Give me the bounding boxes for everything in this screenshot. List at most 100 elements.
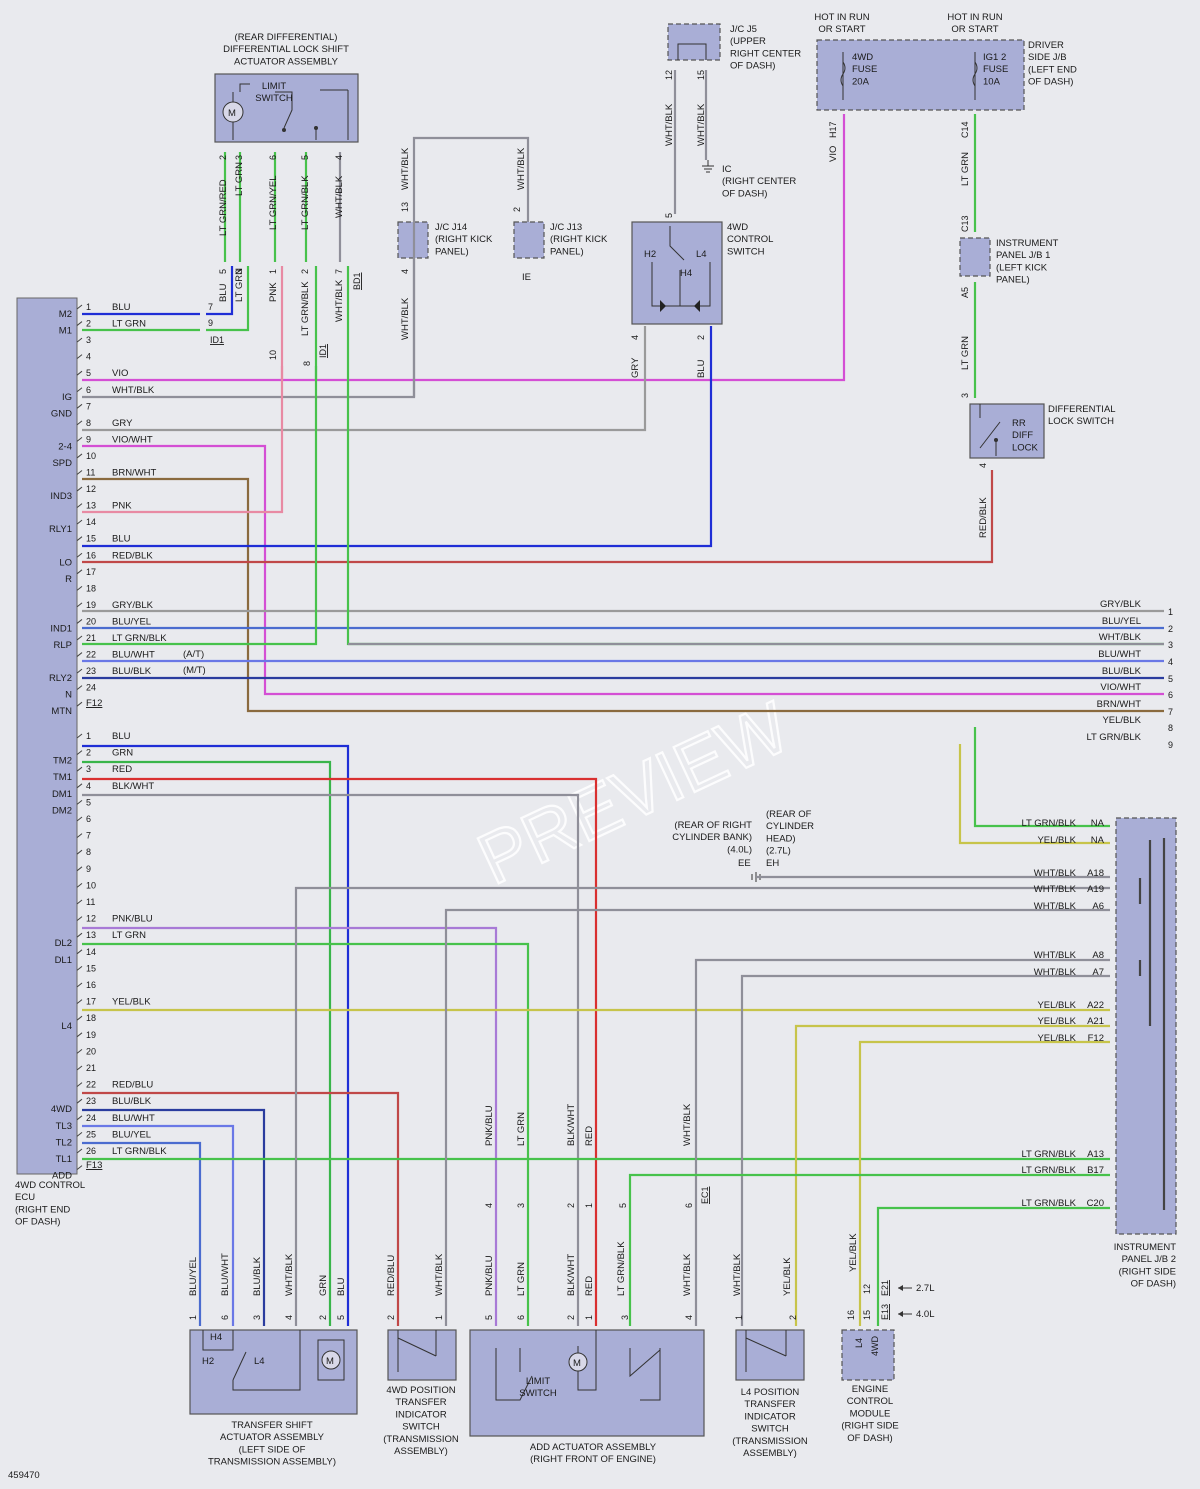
wire-color-label: RED (584, 1276, 595, 1296)
wire-m2 (82, 266, 234, 316)
wire-color-label: LT GRN (960, 336, 971, 370)
ecu-wire-color: RED (112, 764, 132, 775)
ecu-pin-number: 22 (86, 1080, 96, 1090)
ecu-pin-tick (76, 783, 83, 789)
ecu-pin-label: LO (59, 557, 72, 568)
wires (82, 70, 1166, 1326)
pin-number: 1 (268, 269, 278, 274)
wire-color-label: LT GRN/RED (218, 179, 229, 236)
ecu-pin-number: 15 (86, 534, 96, 544)
connector-id: ID1 (210, 335, 224, 345)
jb2-pin: F12 (1088, 1033, 1104, 1044)
wire-color-label: WHT/BLK (682, 1253, 693, 1296)
wire-color-label: YEL/BLK (848, 1233, 859, 1272)
jb2-pin: NA (1091, 835, 1105, 846)
bus-wire-color: BLU/BLK (1102, 666, 1142, 677)
ecu-wire-color: GRY (112, 418, 133, 429)
wire-color-label: GRN (318, 1275, 329, 1296)
ecu-pin-tick (76, 437, 83, 442)
wire-dl2 (82, 926, 498, 1326)
wire-color-label: WHT/BLK (516, 147, 527, 190)
svg-text:IE: IE (522, 272, 531, 283)
wire-color-label: PNK (268, 282, 279, 302)
ecu-pin-number: 20 (86, 616, 96, 626)
ecu-pin-label: N (65, 690, 72, 701)
pin-number: 2 (218, 155, 228, 160)
connector-id: E21 (880, 1280, 890, 1296)
connector-f12: F12 (86, 698, 102, 709)
ecu-wire-color: RED/BLK (112, 550, 153, 561)
jb2-pin: NA (1091, 818, 1105, 829)
wire-ig (82, 114, 846, 382)
ecu-pin-number: 6 (86, 385, 91, 395)
wire-color-label: WHT/BLK (334, 175, 345, 218)
ecu-pin-tick (76, 949, 83, 955)
jb2-wire-color: WHT/BLK (1034, 884, 1077, 895)
ecu-pin-tick (76, 453, 83, 459)
pin-number: 2 (300, 269, 310, 274)
wire-yelblk-na (958, 744, 1110, 845)
ecu-pin-number: 9 (86, 434, 91, 444)
svg-text:ADD ACTUATOR ASSEMBLY(RIGHT FR: ADD ACTUATOR ASSEMBLY(RIGHT FRONT OF ENG… (530, 1442, 657, 1465)
pin-number: 4 (978, 463, 988, 468)
wire-color-label: BLU (218, 283, 229, 302)
ecu-pin-tick (76, 816, 83, 822)
pin-number: 2 (318, 1315, 328, 1320)
svg-text:(REAR DIFFERENTIAL)DIFFERENTIA: (REAR DIFFERENTIAL)DIFFERENTIAL LOCK SHI… (223, 32, 349, 67)
wire-rly1 (82, 266, 284, 514)
wire-color-label: RED/BLU (386, 1255, 397, 1296)
ecu-pin-number: 4 (86, 781, 91, 791)
pin-number: 4 (684, 1315, 694, 1320)
watermark: PREVIEW (466, 687, 801, 900)
ecu-pin-tick (76, 916, 83, 921)
pin-number: 1 (734, 1315, 744, 1320)
ecu-pin-number: 23 (86, 1096, 96, 1106)
ecu-wire-color: BLU/BLK (112, 666, 152, 677)
jb2-pin: B17 (1087, 1165, 1104, 1176)
ecu-pin-tick (76, 569, 83, 575)
bus-wire-color: BRN/WHT (1097, 699, 1142, 710)
svg-text:EH: EH (766, 858, 779, 869)
wire-lo (82, 326, 713, 548)
ecu-pin-number: 19 (86, 600, 96, 610)
pin-number: C13 (960, 215, 970, 232)
pin-number: 1 (434, 1315, 444, 1320)
ecu-pin-label: TL1 (56, 1154, 72, 1165)
wire-tl2 (82, 1124, 235, 1326)
jb2-wire-color: LT GRN/BLK (1021, 1165, 1076, 1176)
ecu-pin-number: 8 (86, 418, 91, 428)
ecu-pin-number: 1 (86, 731, 91, 741)
ecu-pin-number: 11 (86, 897, 95, 907)
bus-pin-number: 7 (1168, 707, 1173, 717)
bus-wire-color: WHT/BLK (1099, 632, 1142, 643)
svg-text:H2: H2 (644, 249, 656, 260)
wire-color-label: BLK/WHT (566, 1254, 577, 1296)
ecu-pin-number: 20 (86, 1046, 96, 1056)
svg-text:4.0L: 4.0L (916, 1309, 935, 1320)
wire-2-4 (82, 326, 647, 432)
ecu-pin-number: 2 (86, 748, 91, 758)
note-mt: (M/T) (183, 665, 206, 676)
pin-number: 3 (234, 269, 244, 274)
ecu-pin-tick (76, 552, 83, 558)
pin-number: 5 (300, 155, 310, 160)
ecu-wire-color: PNK/BLU (112, 914, 153, 925)
wire-whtblk-a7 (740, 974, 1110, 1326)
ecu-pin-tick (76, 999, 83, 1004)
ecu-pin-label: GND (51, 408, 72, 419)
ecu-wire-color: BLU/YEL (112, 616, 151, 627)
wire-color-label: LT GRN/BLK (300, 175, 311, 230)
pin-number: 2 (566, 1203, 576, 1208)
pin-number: 2 (788, 1315, 798, 1320)
wire-ltgrnblk-b17 (628, 1173, 1110, 1326)
ecu-pin-tick (76, 354, 83, 360)
ecu-pin-number: 10 (86, 451, 96, 461)
pin-number: 5 (664, 213, 674, 218)
